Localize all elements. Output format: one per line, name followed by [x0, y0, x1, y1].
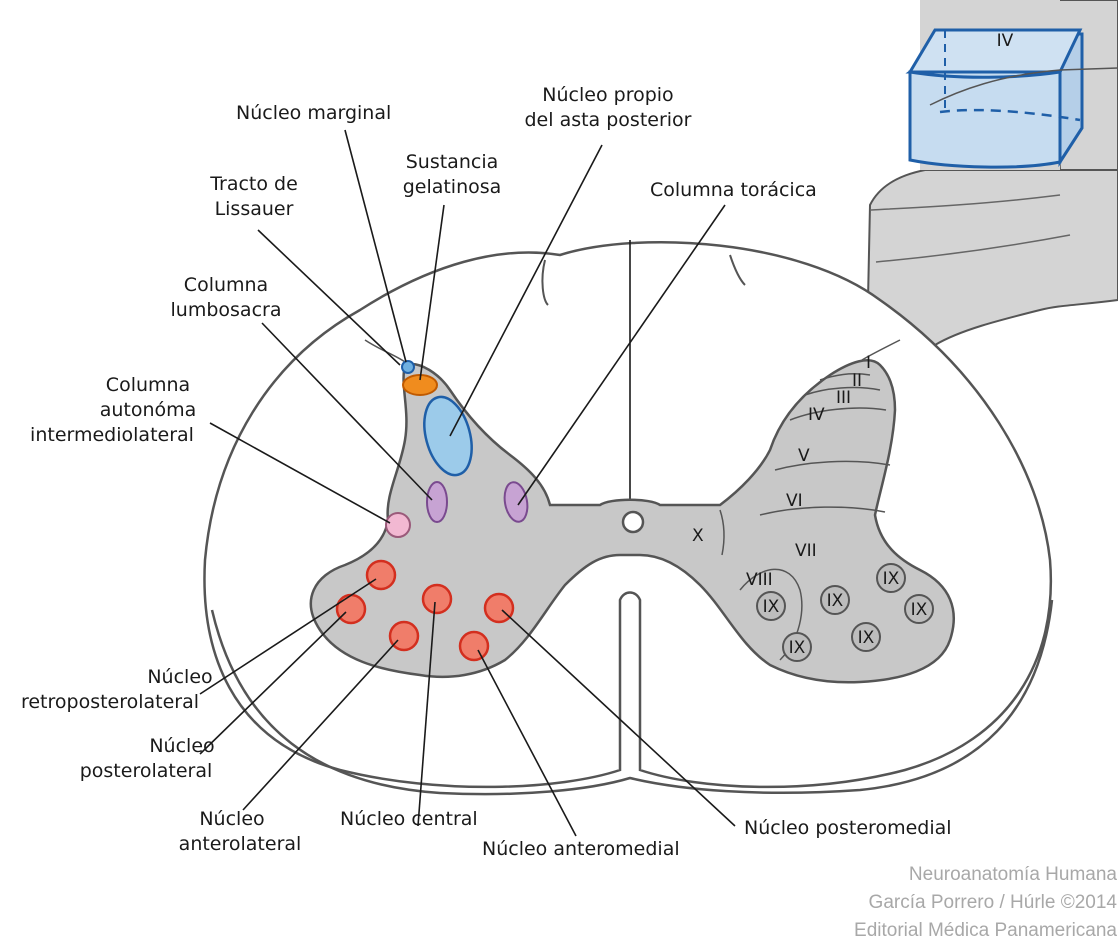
label-autonoma-line3: intermediolateral — [30, 424, 194, 446]
label-retroposterolateral-line2: retroposterolateral — [21, 691, 199, 713]
credit-line3: Editorial Médica Panamericana — [854, 920, 1117, 941]
label-lumbosacra-line2: lumbosacra — [171, 299, 282, 321]
label-tracto-line2: Lissauer — [215, 198, 294, 220]
label-anterolateral-line2: anterolateral — [179, 833, 302, 855]
lamina-IV-label: IV — [808, 405, 825, 425]
credit-block: Neuroanatomía Humana García Porrero / Hú… — [854, 864, 1117, 941]
label-tracto-line1: Tracto de — [209, 173, 298, 195]
lamina-V-label: V — [798, 446, 810, 466]
svg-text:IX: IX — [827, 591, 844, 611]
label-posterolateral-line2: posterolateral — [80, 760, 213, 782]
columna-autonoma-marker — [386, 513, 410, 537]
nucleo-marginal-marker — [402, 361, 414, 373]
label-nucleo-central: Núcleo central — [340, 808, 478, 830]
label-nucleo-propio-line2: del asta posterior — [525, 109, 692, 131]
svg-text:IX: IX — [763, 597, 780, 617]
label-nucleo-marginal: Núcleo marginal — [236, 102, 391, 124]
nucleo-posterolateral-marker — [337, 595, 365, 623]
nucleo-anterolateral-marker — [390, 622, 418, 650]
lamina-ix-circle: IX — [757, 592, 785, 620]
inset-lamina-label: IV — [997, 31, 1014, 51]
label-sustancia-line1: Sustancia — [406, 151, 499, 173]
credit-line2: García Porrero / Húrle ©2014 — [869, 892, 1118, 913]
lamina-ix-circle: IX — [821, 586, 849, 614]
label-retroposterolateral-line1: Núcleo — [147, 666, 212, 688]
label-nucleo-posteromedial: Núcleo posteromedial — [744, 817, 952, 839]
lamina-ix-circle: IX — [905, 595, 933, 623]
svg-text:IX: IX — [911, 600, 928, 620]
lamina-ix-circle: IX — [852, 623, 880, 651]
label-anterolateral-line1: Núcleo — [199, 808, 264, 830]
lamina-ix-circle: IX — [783, 633, 811, 661]
nucleo-anteromedial-marker — [460, 632, 488, 660]
lamina-III-label: III — [836, 388, 851, 408]
lamina-II-label: II — [852, 371, 862, 391]
svg-text:IX: IX — [883, 569, 900, 589]
svg-text:IX: IX — [858, 628, 875, 648]
lamina-I-label: I — [866, 353, 871, 373]
label-sustancia-line2: gelatinosa — [403, 176, 502, 198]
columna-lumbosacra-marker — [427, 482, 447, 522]
label-posterolateral-line1: Núcleo — [149, 735, 214, 757]
lamina-ix-circle: IX — [877, 564, 905, 592]
lamina-VI-label: VI — [786, 491, 803, 511]
lamina-VII-label: VII — [795, 541, 817, 561]
label-columna-toracica: Columna torácica — [650, 179, 817, 201]
label-lumbosacra-line1: Columna — [184, 274, 268, 296]
label-nucleo-propio-line1: Núcleo propio — [542, 84, 673, 106]
credit-line1: Neuroanatomía Humana — [909, 864, 1117, 885]
label-nucleo-anteromedial: Núcleo anteromedial — [482, 838, 680, 860]
nucleo-retroposterolateral-marker — [367, 561, 395, 589]
svg-text:IX: IX — [789, 638, 806, 658]
nucleo-central-marker — [423, 585, 451, 613]
label-autonoma-line2: autonóma — [100, 399, 197, 421]
label-autonoma-line1: Columna — [106, 374, 190, 396]
lamina-X-label: X — [692, 526, 704, 546]
lamina-VIII-label: VIII — [746, 570, 773, 590]
nucleo-posteromedial-marker — [485, 594, 513, 622]
